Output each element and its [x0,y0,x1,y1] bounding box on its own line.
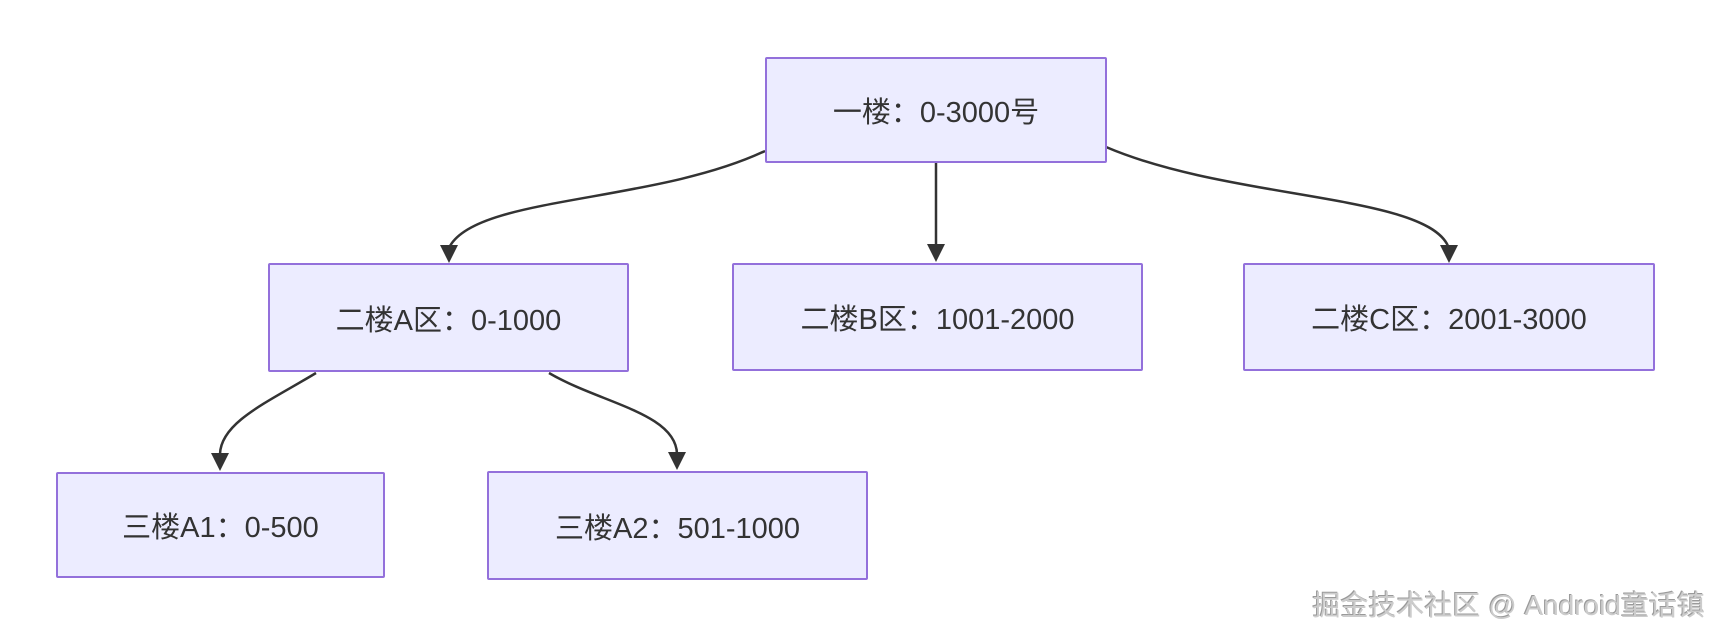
node-floor-3a1-label: 三楼A1：0-500 [122,512,319,544]
edge-floor1-to-floor2c [1105,145,1450,247]
edge-floor2a-to-floor3a2 [548,371,679,455]
node-floor-2c-label: 二楼C区：2001-3000 [1311,304,1587,336]
node-floor-2b-label: 二楼B区：1001-2000 [800,304,1075,336]
node-floor-1: 一楼：0-3000号 [765,57,1107,163]
node-floor-2b: 二楼B区：1001-2000 [732,263,1143,371]
arrowhead-floor3a1 [211,453,229,471]
edge-floor2a-to-floor3a1 [218,371,317,455]
node-floor-1-label: 一楼：0-3000号 [832,97,1040,129]
arrowhead-floor2b [927,244,945,262]
node-floor-3a1: 三楼A1：0-500 [56,472,385,578]
arrowhead-floor2a [440,245,458,263]
node-floor-2a-label: 二楼A区：0-1000 [335,304,562,337]
node-floor-2c: 二楼C区：2001-3000 [1243,263,1655,371]
arrowhead-floor2c [1440,245,1458,263]
node-floor-3a2-label: 三楼A2：501-1000 [554,512,801,545]
edge-floor1-to-floor2a [448,149,766,247]
arrowhead-floor3a2 [668,452,686,470]
node-floor-2a: 二楼A区：0-1000 [268,263,629,372]
node-floor-3a2: 三楼A2：501-1000 [487,471,868,580]
watermark-text: 掘金技术社区 @ Android童话镇 [1312,590,1706,621]
